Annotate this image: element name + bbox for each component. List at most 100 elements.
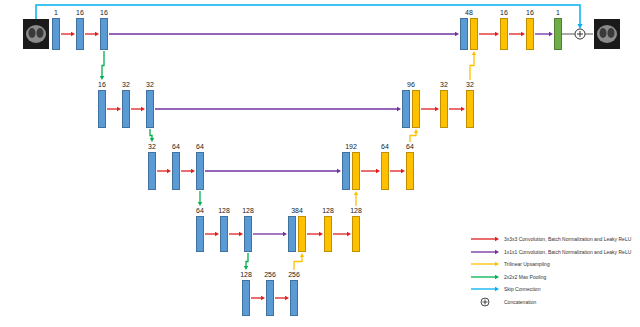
channel-count: 128: [350, 207, 362, 215]
feature-bar: [100, 18, 108, 50]
channel-count: 128: [322, 207, 334, 215]
connector-arrow: [107, 107, 121, 111]
output-line: [585, 34, 593, 35]
upsampled-bar: [412, 90, 420, 128]
connector-line: [390, 170, 402, 171]
arrow-head: [319, 232, 323, 236]
connector-line: [157, 170, 168, 171]
arrow-head: [495, 32, 499, 36]
feature-map: 64: [196, 216, 204, 252]
feature-map: 32: [440, 90, 448, 128]
legend-sample: [470, 234, 502, 244]
legend-sample: [470, 247, 502, 257]
connector-arrow: [509, 32, 525, 36]
connector-arrow: [244, 253, 248, 270]
connector-line: [471, 288, 496, 289]
connector-arrow: [157, 169, 171, 173]
channel-count: 32: [146, 81, 154, 89]
connector-arrow: [229, 232, 243, 236]
connector-line: [199, 191, 200, 203]
feature-map: 192: [342, 152, 360, 190]
upsampled-bar: [352, 152, 360, 190]
channel-count: 32: [122, 81, 130, 89]
feature-map: 128: [242, 280, 250, 316]
feature-map: 16: [100, 18, 108, 50]
arrow-head: [495, 262, 499, 266]
channel-count: 128: [242, 207, 254, 215]
channel-count: 1: [54, 9, 58, 17]
connector-arrow: [421, 107, 439, 111]
connector-line: [471, 251, 496, 252]
connector-arrow: [251, 296, 265, 300]
connector-line: [471, 263, 496, 264]
feature-bar: [244, 216, 252, 252]
feature-bar: [290, 280, 298, 316]
feature-bar: [500, 18, 508, 50]
channel-count: 256: [288, 271, 300, 279]
connector-line: [471, 276, 496, 277]
legend-sample: [470, 259, 502, 269]
channel-count: 32: [466, 81, 474, 89]
channel-count: 64: [196, 143, 204, 151]
upsampled-bar: [470, 18, 478, 50]
arrow-head: [198, 202, 202, 206]
feature-map: 256: [290, 280, 298, 316]
skip-connection: [36, 5, 580, 25]
upsampled-bar: [298, 216, 306, 252]
feature-map: 96: [402, 90, 420, 128]
connector-line: [85, 33, 96, 34]
connector-line: [150, 129, 152, 139]
feature-bar: [352, 216, 360, 252]
legend-sample: [470, 284, 502, 294]
connector-line: [205, 170, 338, 171]
connector-line: [470, 55, 474, 81]
connector-arrow: [100, 51, 104, 80]
connector-arrow: [410, 129, 418, 142]
arrow-head: [495, 287, 499, 291]
connector-arrow: [307, 232, 323, 236]
feature-bar: [440, 90, 448, 128]
connector-line: [155, 108, 398, 109]
legend-text: Skip Connection: [504, 286, 540, 292]
arrow-head: [285, 296, 289, 300]
concatenation-symbol: [575, 29, 585, 39]
arrow-head: [283, 232, 287, 236]
channel-count: 96: [407, 81, 415, 89]
feature-map: 1: [554, 18, 562, 50]
connector-arrow: [131, 107, 145, 111]
connector-line: [229, 233, 240, 234]
feature-bar: [172, 152, 180, 190]
feature-map: 128: [352, 216, 360, 252]
arrow-head: [455, 32, 459, 36]
arrow-head: [461, 107, 465, 111]
connector-arrow: [275, 296, 289, 300]
feature-bar: [288, 216, 296, 252]
connector-line: [109, 33, 456, 34]
arrow-head: [244, 266, 248, 270]
legend-text: 2x2x2 Max Pooling: [504, 274, 546, 280]
connector-line: [410, 133, 416, 143]
connector-arrow: [109, 32, 459, 36]
feature-map: 16: [500, 18, 508, 50]
concatenation-symbol: [481, 298, 489, 306]
channel-count: 192: [345, 143, 357, 151]
connector-line: [355, 195, 356, 207]
legend-arrow: [471, 274, 499, 278]
feature-bar: [324, 216, 332, 252]
arrow-head: [141, 107, 145, 111]
connector-arrow: [198, 191, 202, 206]
legend-text: Concatenation: [504, 299, 536, 305]
feature-map: 128: [220, 216, 228, 252]
connector-line: [246, 253, 248, 267]
connector-line: [251, 297, 262, 298]
connector-line: [61, 33, 72, 34]
connector-arrow: [535, 32, 553, 36]
feature-map: 32: [146, 90, 154, 128]
legend-text: 1x1x1 Convolution, Batch Normalization a…: [504, 249, 631, 255]
connector-arrow: [181, 169, 195, 173]
feature-bar: [122, 90, 130, 128]
arrow-head: [300, 253, 304, 257]
feature-map: 64: [172, 152, 180, 190]
connector-arrow: [294, 253, 304, 270]
channel-count: 64: [196, 207, 204, 215]
